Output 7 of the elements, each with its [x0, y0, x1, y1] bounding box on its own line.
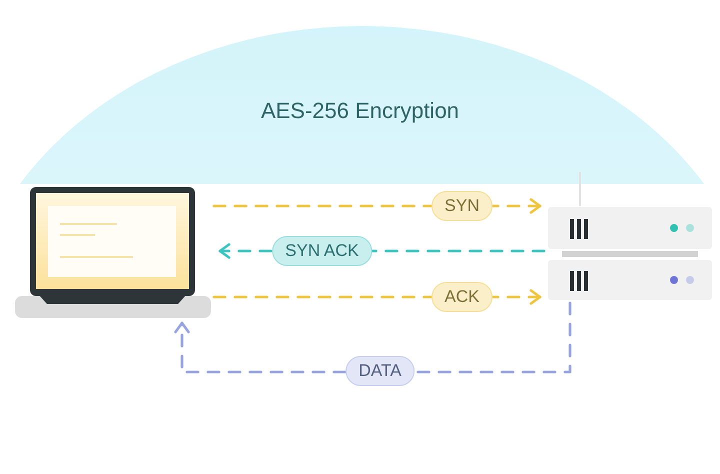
server-illustration: [546, 170, 714, 302]
edge-label: SYN ACK: [272, 236, 372, 266]
edge-label: DATA: [346, 356, 414, 386]
title-text: AES-256 Encryption: [260, 98, 460, 124]
edge-label: ACK: [432, 282, 492, 312]
laptop-illustration: [14, 186, 212, 320]
edge-label: SYN: [432, 191, 492, 221]
